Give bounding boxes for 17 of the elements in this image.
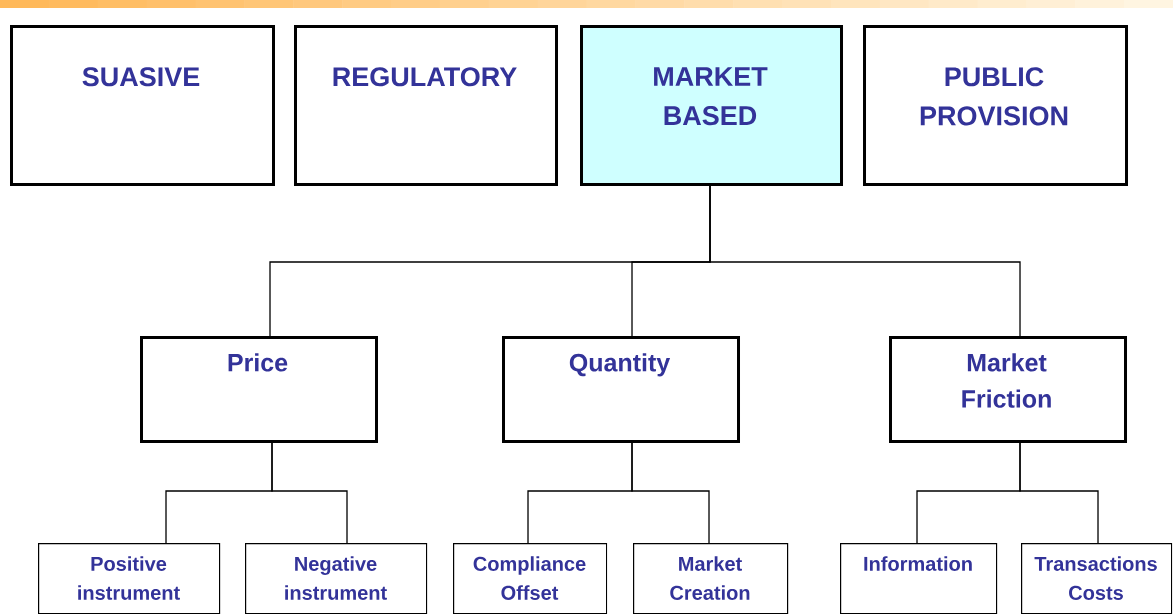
instrument-box: Transactions Costs	[1021, 543, 1173, 614]
type-box: Price	[140, 336, 378, 443]
category-box: REGULATORY	[294, 25, 558, 186]
connector-line	[271, 442, 348, 544]
category-box: MARKET BASED	[580, 25, 843, 186]
type-box: Market Friction	[889, 336, 1127, 443]
connector-line	[631, 442, 710, 544]
instrument-box: Market Creation	[633, 543, 789, 614]
connector-line	[709, 185, 1021, 337]
instrument-box: Information	[840, 543, 998, 614]
connector-line	[1019, 442, 1099, 544]
instrument-box: Negative instrument	[245, 543, 428, 614]
category-box: PUBLIC PROVISION	[863, 25, 1128, 186]
instrument-box: Positive instrument	[38, 543, 221, 614]
instrument-box: Compliance Offset	[453, 543, 608, 614]
category-box: SUASIVE	[10, 25, 275, 186]
type-box: Quantity	[502, 336, 740, 443]
